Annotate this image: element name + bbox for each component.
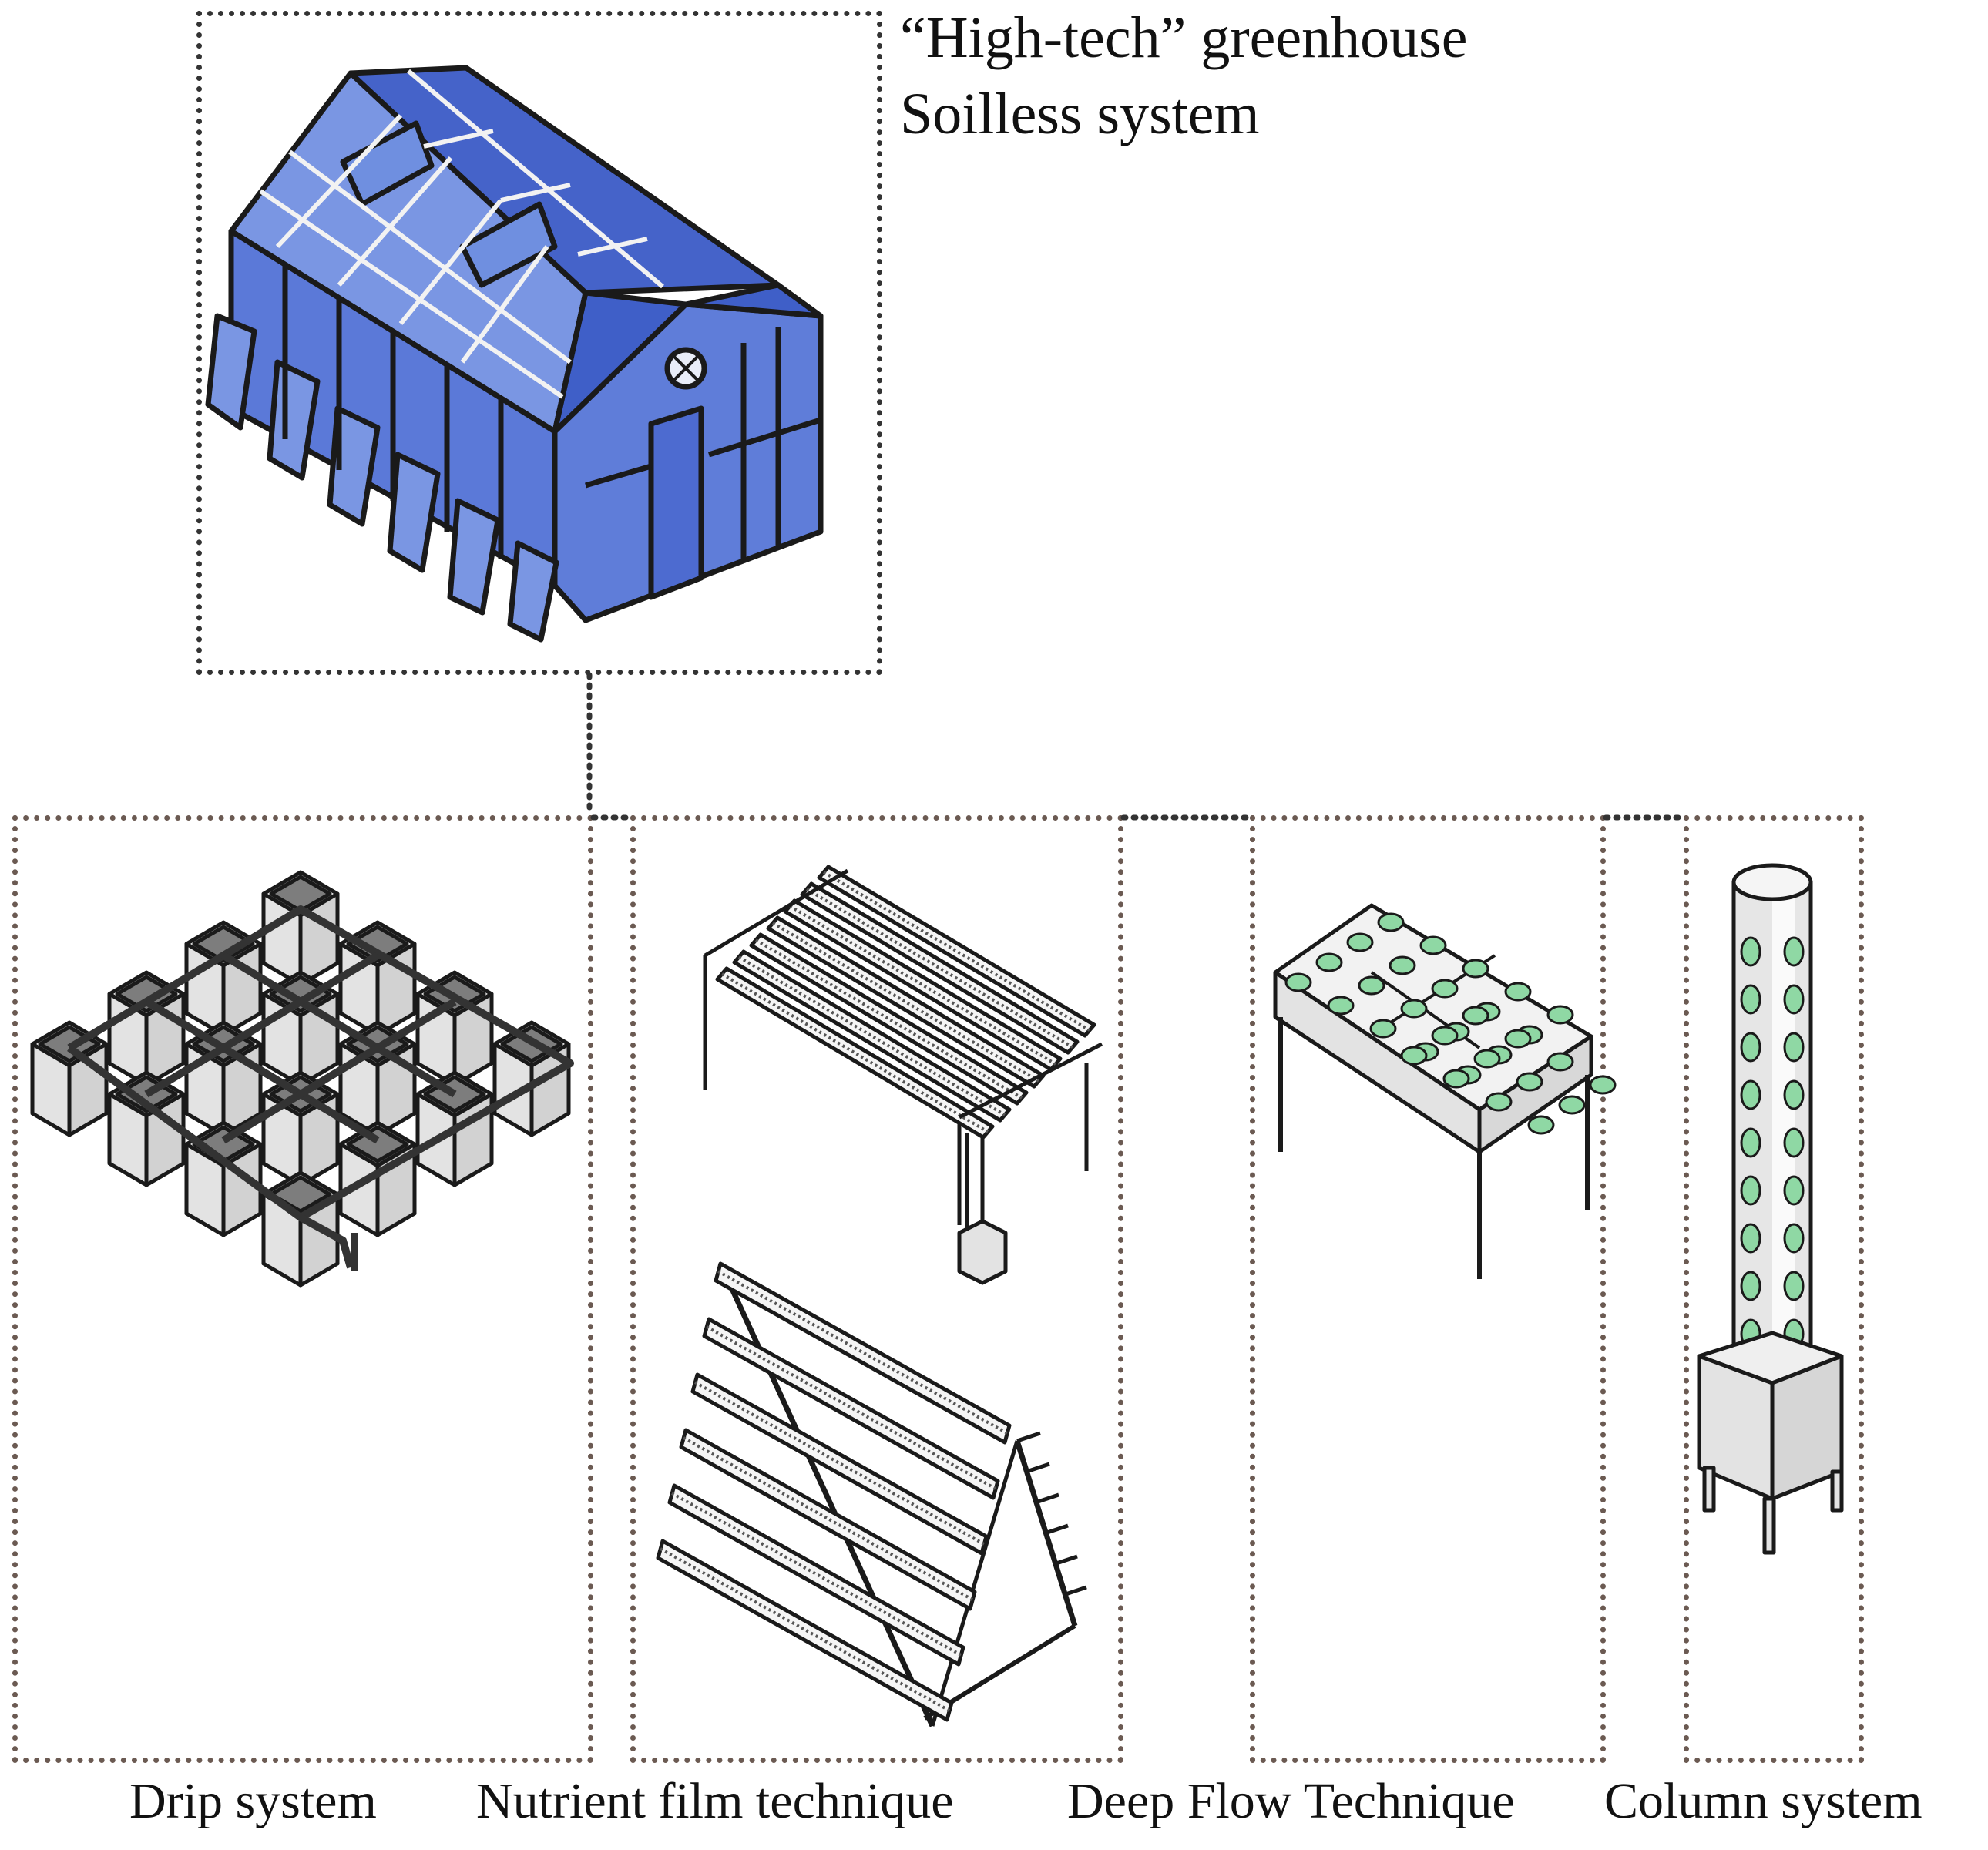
column-hole [1783, 1079, 1805, 1110]
dft-hole [1516, 1072, 1543, 1092]
label-drip-system: Drip system [129, 1773, 377, 1829]
drip-pot [338, 1020, 417, 1137]
dft-hole [1431, 1026, 1459, 1046]
column-illustration [1697, 863, 1844, 1555]
nft-channel [715, 966, 995, 1140]
label-deep-flow-technique: Deep Flow Technique [1067, 1773, 1515, 1829]
dft-hole [1400, 1046, 1428, 1066]
nft-channel [817, 865, 1096, 1038]
drip-system-illustration [30, 870, 574, 1288]
dft-hole [1377, 912, 1405, 932]
diagram-title: “High-tech” greenhouse Soilless system [900, 0, 1467, 153]
column-hole [1740, 936, 1761, 967]
dft-hole [1419, 935, 1447, 955]
column-hole [1783, 1175, 1805, 1206]
drip-tubing [67, 905, 574, 1271]
column-hole [1740, 1032, 1761, 1063]
dft-hole [1485, 1092, 1513, 1112]
column-hole [1740, 1271, 1761, 1301]
label-nutrient-film-technique: Nutrient film technique [476, 1773, 954, 1829]
dft-hole [1284, 972, 1312, 992]
title-line-1: “High-tech” greenhouse [900, 5, 1468, 70]
column-hole [1740, 1079, 1761, 1110]
drip-pot [184, 1020, 263, 1137]
dft-hole [1462, 959, 1489, 979]
column-hole [1740, 984, 1761, 1015]
nft-illustration [656, 865, 1103, 1727]
dft-hole [1442, 1069, 1470, 1089]
dft-hole [1400, 999, 1428, 1019]
drip-pot [415, 970, 494, 1087]
nft-channel [714, 1261, 1012, 1445]
dft-hole [1327, 996, 1355, 1016]
nft-channel [800, 881, 1080, 1055]
title-line-2: Soilless system [900, 81, 1260, 146]
dft-hole [1473, 1049, 1501, 1069]
nft-channel [679, 1428, 977, 1611]
dft-hole [1504, 982, 1532, 1002]
greenhouse-frame [196, 11, 882, 675]
column-hole [1740, 1127, 1761, 1158]
dft-hole [1589, 1075, 1617, 1095]
column-hole [1783, 1032, 1805, 1063]
dft-hole [1315, 952, 1343, 972]
drip-pot [261, 1070, 340, 1187]
nft-lower-channels [656, 1261, 1087, 1722]
nft-channel [667, 1483, 965, 1667]
drip-pot [184, 920, 263, 1037]
column-hole [1740, 1175, 1761, 1206]
column-hole [1783, 1271, 1805, 1301]
column-hole [1783, 1127, 1805, 1158]
drip-pot [30, 1020, 109, 1137]
dft-hole [1527, 1115, 1555, 1135]
dft-hole [1546, 1005, 1574, 1025]
dft-hole [1346, 932, 1374, 952]
column-hole [1783, 984, 1805, 1015]
nft-channel [656, 1539, 954, 1722]
dft-hole [1389, 955, 1416, 975]
drip-system-frame [12, 815, 593, 1763]
dft-hole [1504, 1029, 1532, 1049]
dft-plant-holes [1284, 912, 1617, 1135]
dft-hole [1546, 1052, 1574, 1072]
dft-frame [1250, 815, 1606, 1763]
column-plant-holes [1740, 936, 1805, 1349]
nft-frame [630, 815, 1123, 1763]
column-system-frame [1684, 815, 1864, 1763]
dft-hole [1369, 1019, 1397, 1039]
nft-channel [690, 1372, 989, 1556]
dft-hole [1358, 975, 1385, 996]
connector-lines [586, 672, 1687, 821]
dft-hole [1462, 1006, 1489, 1026]
dft-illustration [1273, 903, 1617, 1279]
column-hole [1740, 1223, 1761, 1254]
dft-hole [1431, 979, 1459, 999]
nft-channel [702, 1317, 1000, 1500]
nft-channel [766, 915, 1046, 1089]
column-hole [1783, 936, 1805, 967]
label-column-system: Column system [1604, 1773, 1923, 1829]
nft-channel [732, 949, 1012, 1123]
column-hole [1783, 1223, 1805, 1254]
nft-upper-channels [704, 865, 1103, 1140]
dft-hole [1558, 1095, 1586, 1115]
greenhouse-illustration [205, 65, 824, 643]
nft-channel [749, 932, 1029, 1106]
